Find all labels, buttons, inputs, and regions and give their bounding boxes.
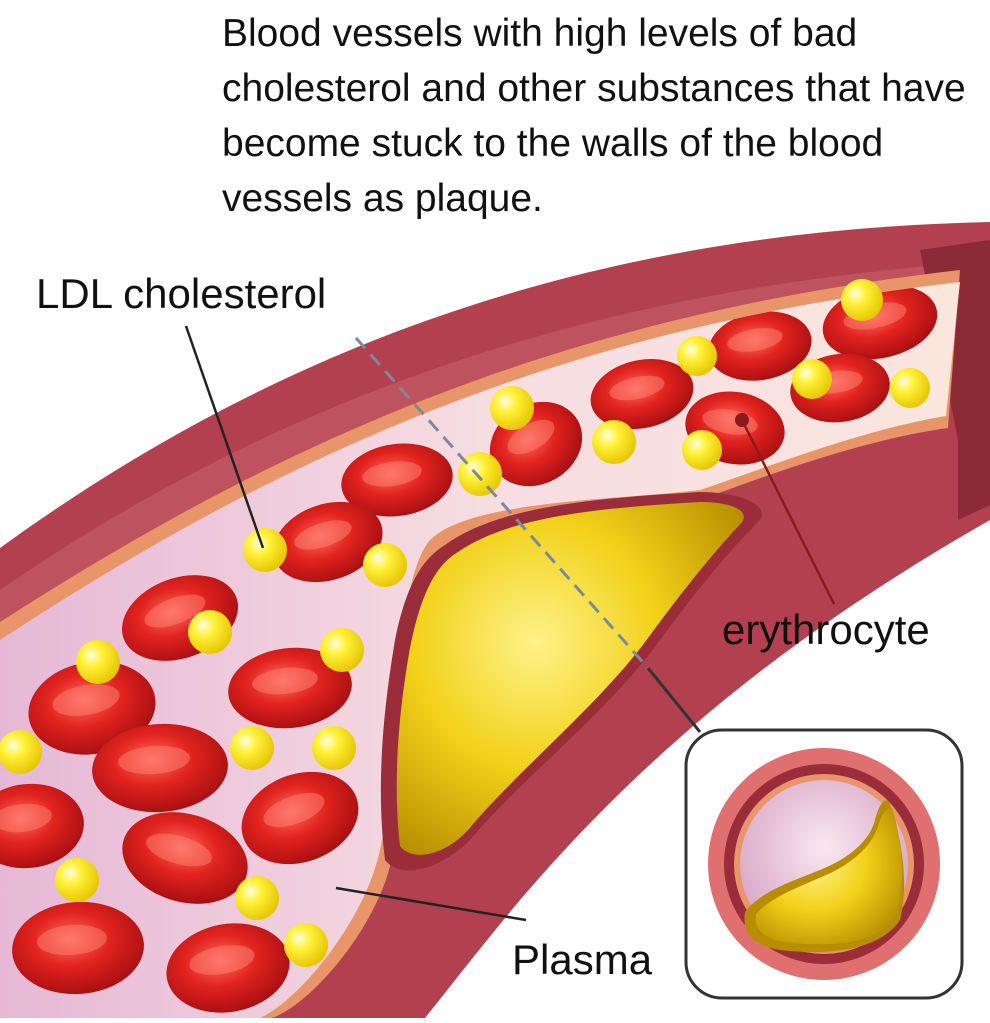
ldl-leader-line — [184, 325, 265, 549]
red-blood-cell — [708, 311, 812, 381]
ldl-particle — [76, 640, 120, 684]
ldl-particle — [312, 726, 356, 770]
ldl-particle — [592, 420, 636, 464]
plasma-leader-line — [335, 886, 527, 922]
red-blood-cell — [590, 359, 694, 429]
ldl-particle — [363, 543, 407, 587]
red-blood-cell — [0, 783, 84, 869]
erythrocyte-label: erythrocyte — [722, 606, 930, 653]
red-blood-cell — [241, 771, 359, 865]
ldl-cholesterol-label: LDL cholesterol — [36, 270, 327, 317]
ldl-particle — [890, 368, 930, 408]
red-blood-cell — [92, 723, 228, 813]
plasma-label: Plasma — [512, 936, 657, 984]
ldl-particle — [284, 923, 328, 967]
erythrocyte-leader-line — [740, 419, 836, 605]
plaque-deposit — [396, 502, 744, 855]
ldl-particle — [243, 528, 287, 572]
ldl-particle — [682, 430, 722, 470]
ldl-particle — [0, 730, 42, 774]
ldl-particle — [841, 279, 883, 321]
red-blood-cell — [273, 501, 383, 583]
ldl-particle — [230, 726, 274, 770]
ldl-particle — [235, 876, 279, 920]
red-blood-cell — [166, 923, 290, 1013]
ldl-particle — [55, 858, 99, 902]
erythrocyte-leader-dot — [735, 413, 749, 427]
ldl-particle — [677, 336, 717, 376]
diagram-caption: Blood vessels with high levels of bad ch… — [222, 12, 966, 220]
red-blood-cell — [12, 901, 144, 995]
ldl-particle — [188, 610, 232, 654]
ldl-particle — [490, 386, 534, 430]
ldl-particle — [320, 628, 364, 672]
ldl-particle — [792, 359, 832, 399]
inset-connector-line — [646, 667, 702, 733]
red-blood-cell — [28, 661, 156, 755]
cross-section-marker — [354, 337, 650, 669]
plasma-lumen — [0, 282, 960, 1018]
red-blood-cell — [341, 443, 453, 517]
ldl-particles-group — [0, 279, 930, 967]
ldl-particle — [458, 452, 502, 496]
red-blood-cell — [122, 812, 248, 904]
cross-section-inset — [684, 728, 964, 1000]
red-blood-cell — [228, 647, 352, 729]
